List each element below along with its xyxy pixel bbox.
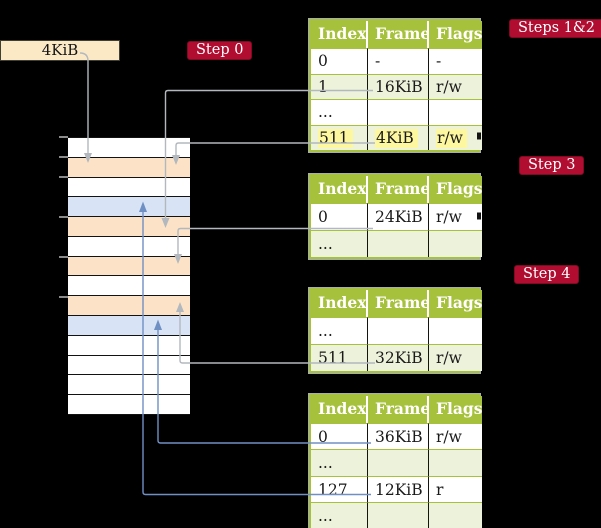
- page-table-l4: Index Frame Flags 0 - - 1 16KiB r/w ... …: [309, 19, 483, 152]
- highlighted-entry: r/w: [436, 128, 467, 148]
- column-header: Frame: [368, 21, 430, 48]
- memory-row: [68, 276, 190, 297]
- table-cell: ...: [311, 449, 368, 476]
- highlighted-entry: 511: [318, 128, 353, 148]
- table-cell: 0: [311, 48, 368, 74]
- memory-tick: [59, 216, 68, 218]
- memory-row: [68, 256, 190, 277]
- table-cell: ...: [311, 501, 368, 528]
- table-cell: r/w: [429, 423, 482, 450]
- table-cell: r/w: [429, 203, 482, 230]
- page-table-l3: Index Frame Flags 0 24KiB r/w ...: [309, 174, 483, 259]
- table-cell: [368, 99, 429, 125]
- highlighted-entry: 4KiB: [375, 128, 418, 148]
- badge-step-0: Step 0: [187, 41, 253, 60]
- table-cell: 24KiB: [368, 203, 429, 230]
- table-cell: [368, 230, 429, 257]
- frame-4kib-box: 4KiB: [0, 40, 120, 61]
- page-table-l2: Index Frame Flags ... 511 32KiB r/w: [309, 288, 483, 373]
- badge-step-4: Step 4: [514, 265, 580, 284]
- memory-tick: [59, 255, 68, 258]
- table-cell: [368, 501, 429, 528]
- column-header: Flags: [429, 290, 483, 317]
- column-header: Frame: [368, 290, 430, 317]
- table-cell: 0: [311, 423, 368, 450]
- column-header: Index: [311, 21, 368, 48]
- memory-tick: [59, 176, 68, 178]
- memory-row: [68, 355, 190, 376]
- table-cell: [429, 317, 482, 344]
- column-header: Frame: [368, 396, 430, 423]
- table-cell: [429, 99, 482, 125]
- table-cell: 0: [311, 203, 368, 230]
- table-cell: [429, 501, 482, 528]
- table-cell: 32KiB: [368, 344, 429, 371]
- table-cell: 511: [311, 344, 368, 371]
- column-header: Index: [311, 176, 368, 203]
- column-header: Flags: [429, 21, 483, 48]
- table-cell: -: [429, 48, 482, 74]
- page-table-l1: Index Frame Flags 0 36KiB r/w ... 127 12…: [309, 394, 483, 528]
- memory-row: [68, 335, 190, 356]
- memory-row: [68, 236, 190, 257]
- table-cell: 127: [311, 475, 368, 502]
- memory-row: [68, 177, 190, 198]
- table-cell: 12KiB: [368, 475, 429, 502]
- table-cell: ...: [311, 230, 368, 257]
- table-cell: ...: [311, 99, 368, 125]
- memory-tick: [59, 156, 68, 158]
- table-cell: 1: [311, 73, 368, 99]
- column-header: Flags: [429, 396, 483, 423]
- table-cell: [368, 449, 429, 476]
- table-cell: 511: [311, 124, 368, 150]
- table-cell: 36KiB: [368, 423, 429, 450]
- frame-4kib-label: 4KiB: [41, 41, 79, 59]
- memory-row: [68, 217, 190, 237]
- table-cell: ...: [311, 317, 368, 344]
- memory-row: [68, 138, 190, 158]
- table-cell: -: [368, 48, 429, 74]
- table-cell: r/w: [429, 344, 482, 371]
- column-header: Frame: [368, 176, 430, 203]
- column-header: Index: [311, 396, 368, 423]
- table-cell: r/w: [429, 73, 482, 99]
- table-cell: [429, 230, 482, 257]
- memory-row: [68, 316, 190, 336]
- table-cell: 16KiB: [368, 73, 429, 99]
- table-cell: 4KiB: [368, 124, 429, 150]
- memory-row: [68, 395, 190, 415]
- memory-row: [68, 296, 190, 317]
- table-cell: [368, 317, 429, 344]
- memory-column: [68, 137, 190, 415]
- column-header: Index: [311, 290, 368, 317]
- badge-step-3: Step 3: [519, 156, 585, 175]
- badge-steps-1-2: Steps 1&2: [509, 19, 601, 38]
- table-cell: r: [429, 475, 482, 502]
- memory-tick: [59, 295, 68, 298]
- table-cell: [429, 449, 482, 476]
- column-header: Flags: [429, 176, 483, 203]
- memory-row: [68, 375, 190, 396]
- memory-row: [68, 157, 190, 178]
- table-cell: r/w: [429, 124, 482, 150]
- memory-row: [68, 197, 190, 218]
- memory-tick: [59, 136, 68, 138]
